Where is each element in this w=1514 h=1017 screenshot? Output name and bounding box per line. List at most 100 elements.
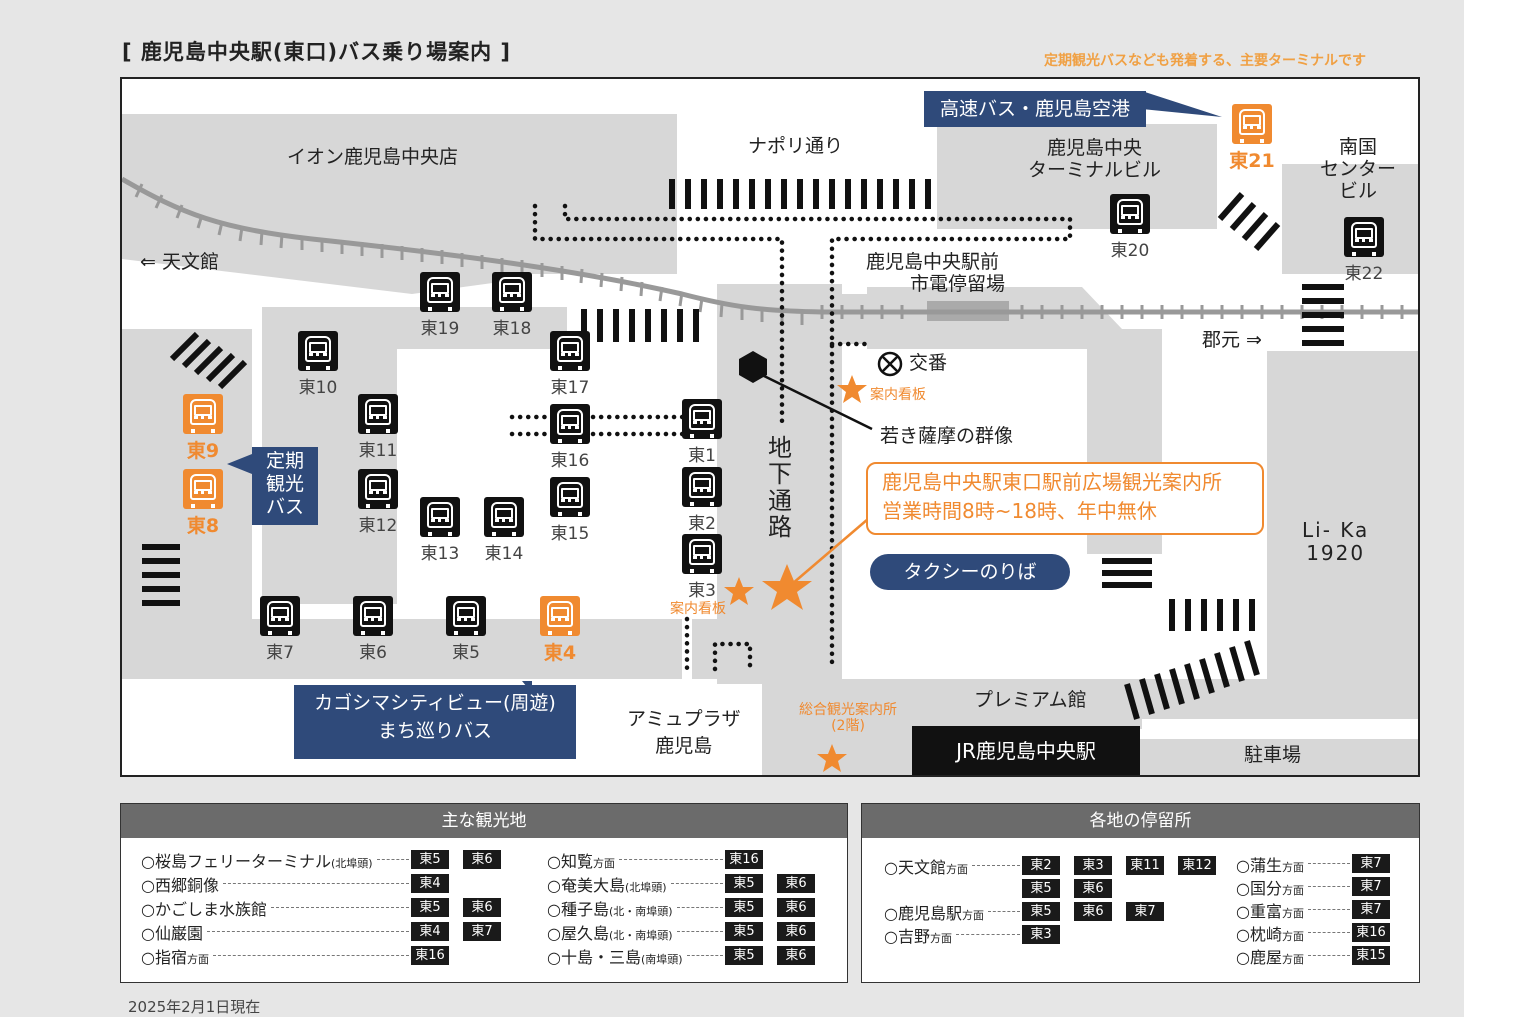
label-underpass: 地下通路	[768, 434, 792, 542]
stop-tag: 東6	[1074, 902, 1112, 921]
callout-sightseeing-bus: 定期観光バス	[252, 447, 318, 525]
bus-stop: 東9	[158, 394, 248, 470]
stop-row: ○鹿児島駅方面	[884, 904, 984, 923]
bus-stop: 東10	[273, 331, 363, 407]
label-amu-plaza: アミュプラザ鹿児島	[627, 708, 741, 757]
bus-stop: 東12	[333, 469, 423, 545]
tourist-info-box: 鹿児島中央駅東口駅前広場観光案内所営業時間8時~18時、年中無休	[866, 462, 1264, 535]
label-board2: 案内看板	[670, 601, 726, 617]
bus-icon	[183, 469, 223, 509]
koban-icon	[877, 351, 903, 377]
leader-line	[988, 911, 1020, 912]
stop-tag: 東6	[777, 898, 815, 917]
stop-row: ○枕崎方面	[1236, 925, 1304, 944]
bus-stop-label: 東10	[298, 378, 338, 398]
bus-stop-label: 東16	[550, 451, 590, 471]
sights-panel-header: 主な観光地	[121, 804, 847, 838]
bus-icon	[682, 399, 722, 439]
bus-stop: 東7	[235, 596, 325, 672]
bus-stop-label: 東21	[1229, 150, 1275, 172]
bus-stop: 東22	[1319, 217, 1409, 293]
leader-line	[377, 859, 409, 860]
label-tram-stop: 鹿児島中央駅前市電停留場	[866, 251, 1006, 295]
page-margin	[1464, 0, 1514, 1017]
page-title: [ 鹿児島中央駅(東口)バス乗り場案内 ]	[122, 40, 512, 64]
bus-icon	[420, 497, 460, 537]
bus-icon	[682, 534, 722, 574]
bus-stop: 東16	[525, 404, 615, 480]
leader-line	[1308, 932, 1350, 933]
sight-row: ○屋久島(北・南埠頭)	[547, 924, 673, 943]
stop-row: ○鹿屋方面	[1236, 948, 1304, 967]
bus-stop-label: 東15	[550, 524, 590, 544]
leader-line	[972, 865, 1020, 866]
bus-icon	[550, 404, 590, 444]
bus-stop-label: 東6	[359, 643, 387, 663]
stop-tag: 東3	[1074, 856, 1112, 875]
label-koban: 交番	[909, 352, 948, 374]
stops-panel-header: 各地の停留所	[862, 804, 1419, 838]
bus-stop: 東6	[328, 596, 418, 672]
label-terminal-building: 鹿児島中央ターミナルビル	[1028, 137, 1162, 181]
stop-tag: 東16	[725, 850, 763, 869]
sight-row: ○かごしま水族館	[141, 900, 267, 919]
bus-stop: 東1	[657, 399, 747, 475]
stop-tag: 東6	[1074, 879, 1112, 898]
callout-city-view-bus: カゴシマシティビュー(周遊)まち巡りバス	[294, 685, 576, 759]
bus-stop-label: 東12	[358, 516, 398, 536]
bus-stop-label: 東17	[550, 378, 590, 398]
bus-stop-label: 東5	[452, 643, 480, 663]
taxi-stand: タクシーのりば	[870, 554, 1070, 590]
page-subtitle: 定期観光バスなども発着する、主要ターミナルです	[1044, 53, 1366, 69]
callout-highway-bus: 高速バス・鹿児島空港	[924, 91, 1146, 127]
label-parking: 駐車場	[1244, 744, 1302, 766]
stop-tag: 東6	[463, 898, 501, 917]
bus-stop: 東14	[459, 497, 549, 573]
stop-tag: 東4	[411, 874, 449, 893]
stop-row: ○国分方面	[1236, 879, 1304, 898]
stop-tag: 東16	[411, 946, 449, 965]
bus-stop: 東3	[657, 534, 747, 610]
map-background	[122, 91, 1418, 775]
stop-tag: 東7	[1352, 900, 1390, 919]
stop-tag: 東6	[777, 922, 815, 941]
leader-line	[671, 883, 723, 884]
label-premium: プレミアム館	[974, 689, 1087, 711]
label-jr-station: JR鹿児島中央駅	[912, 726, 1140, 775]
leader-line	[271, 907, 409, 908]
bus-icon	[492, 272, 532, 312]
label-tourist-info: 総合観光案内所(2階)	[799, 702, 897, 735]
bus-stop: 東19	[395, 272, 485, 348]
station-map: イオン鹿児島中央店 ナポリ通り 鹿児島中央ターミナルビル 南国センタービル ⇐ …	[120, 77, 1420, 777]
leader-line	[223, 883, 409, 884]
sight-row: ○仙巌園	[141, 924, 203, 943]
bus-stop-label: 東13	[420, 544, 460, 564]
label-tenmonkan: ⇐ 天文館	[140, 251, 219, 273]
star-main	[762, 564, 812, 610]
bus-icon	[550, 331, 590, 371]
star-board2	[724, 577, 754, 605]
stop-row: ○重富方面	[1236, 902, 1304, 921]
as-of-date: 2025年2月1日現在	[128, 998, 261, 1016]
sight-row: ○奄美大島(北埠頭)	[547, 876, 667, 895]
stop-tag: 東6	[463, 850, 501, 869]
bus-stop-label: 東9	[186, 440, 220, 462]
stop-tag: 東5	[411, 850, 449, 869]
statue-marker	[739, 351, 767, 383]
sight-row: ○知覧方面	[547, 852, 615, 871]
bus-icon	[1232, 104, 1272, 144]
leader-line	[956, 934, 1020, 935]
bus-icon	[550, 477, 590, 517]
sight-row: ○西郷銅像	[141, 876, 219, 895]
bus-stop-label: 東22	[1344, 264, 1384, 284]
leader-line	[619, 859, 723, 860]
leader-line	[677, 907, 723, 908]
leader-line	[687, 955, 723, 956]
stop-row: ○天文館方面	[884, 858, 968, 877]
bus-icon	[1344, 217, 1384, 257]
label-statue: 若き薩摩の群像	[880, 425, 1014, 447]
sight-row: ○指宿方面	[141, 948, 209, 967]
